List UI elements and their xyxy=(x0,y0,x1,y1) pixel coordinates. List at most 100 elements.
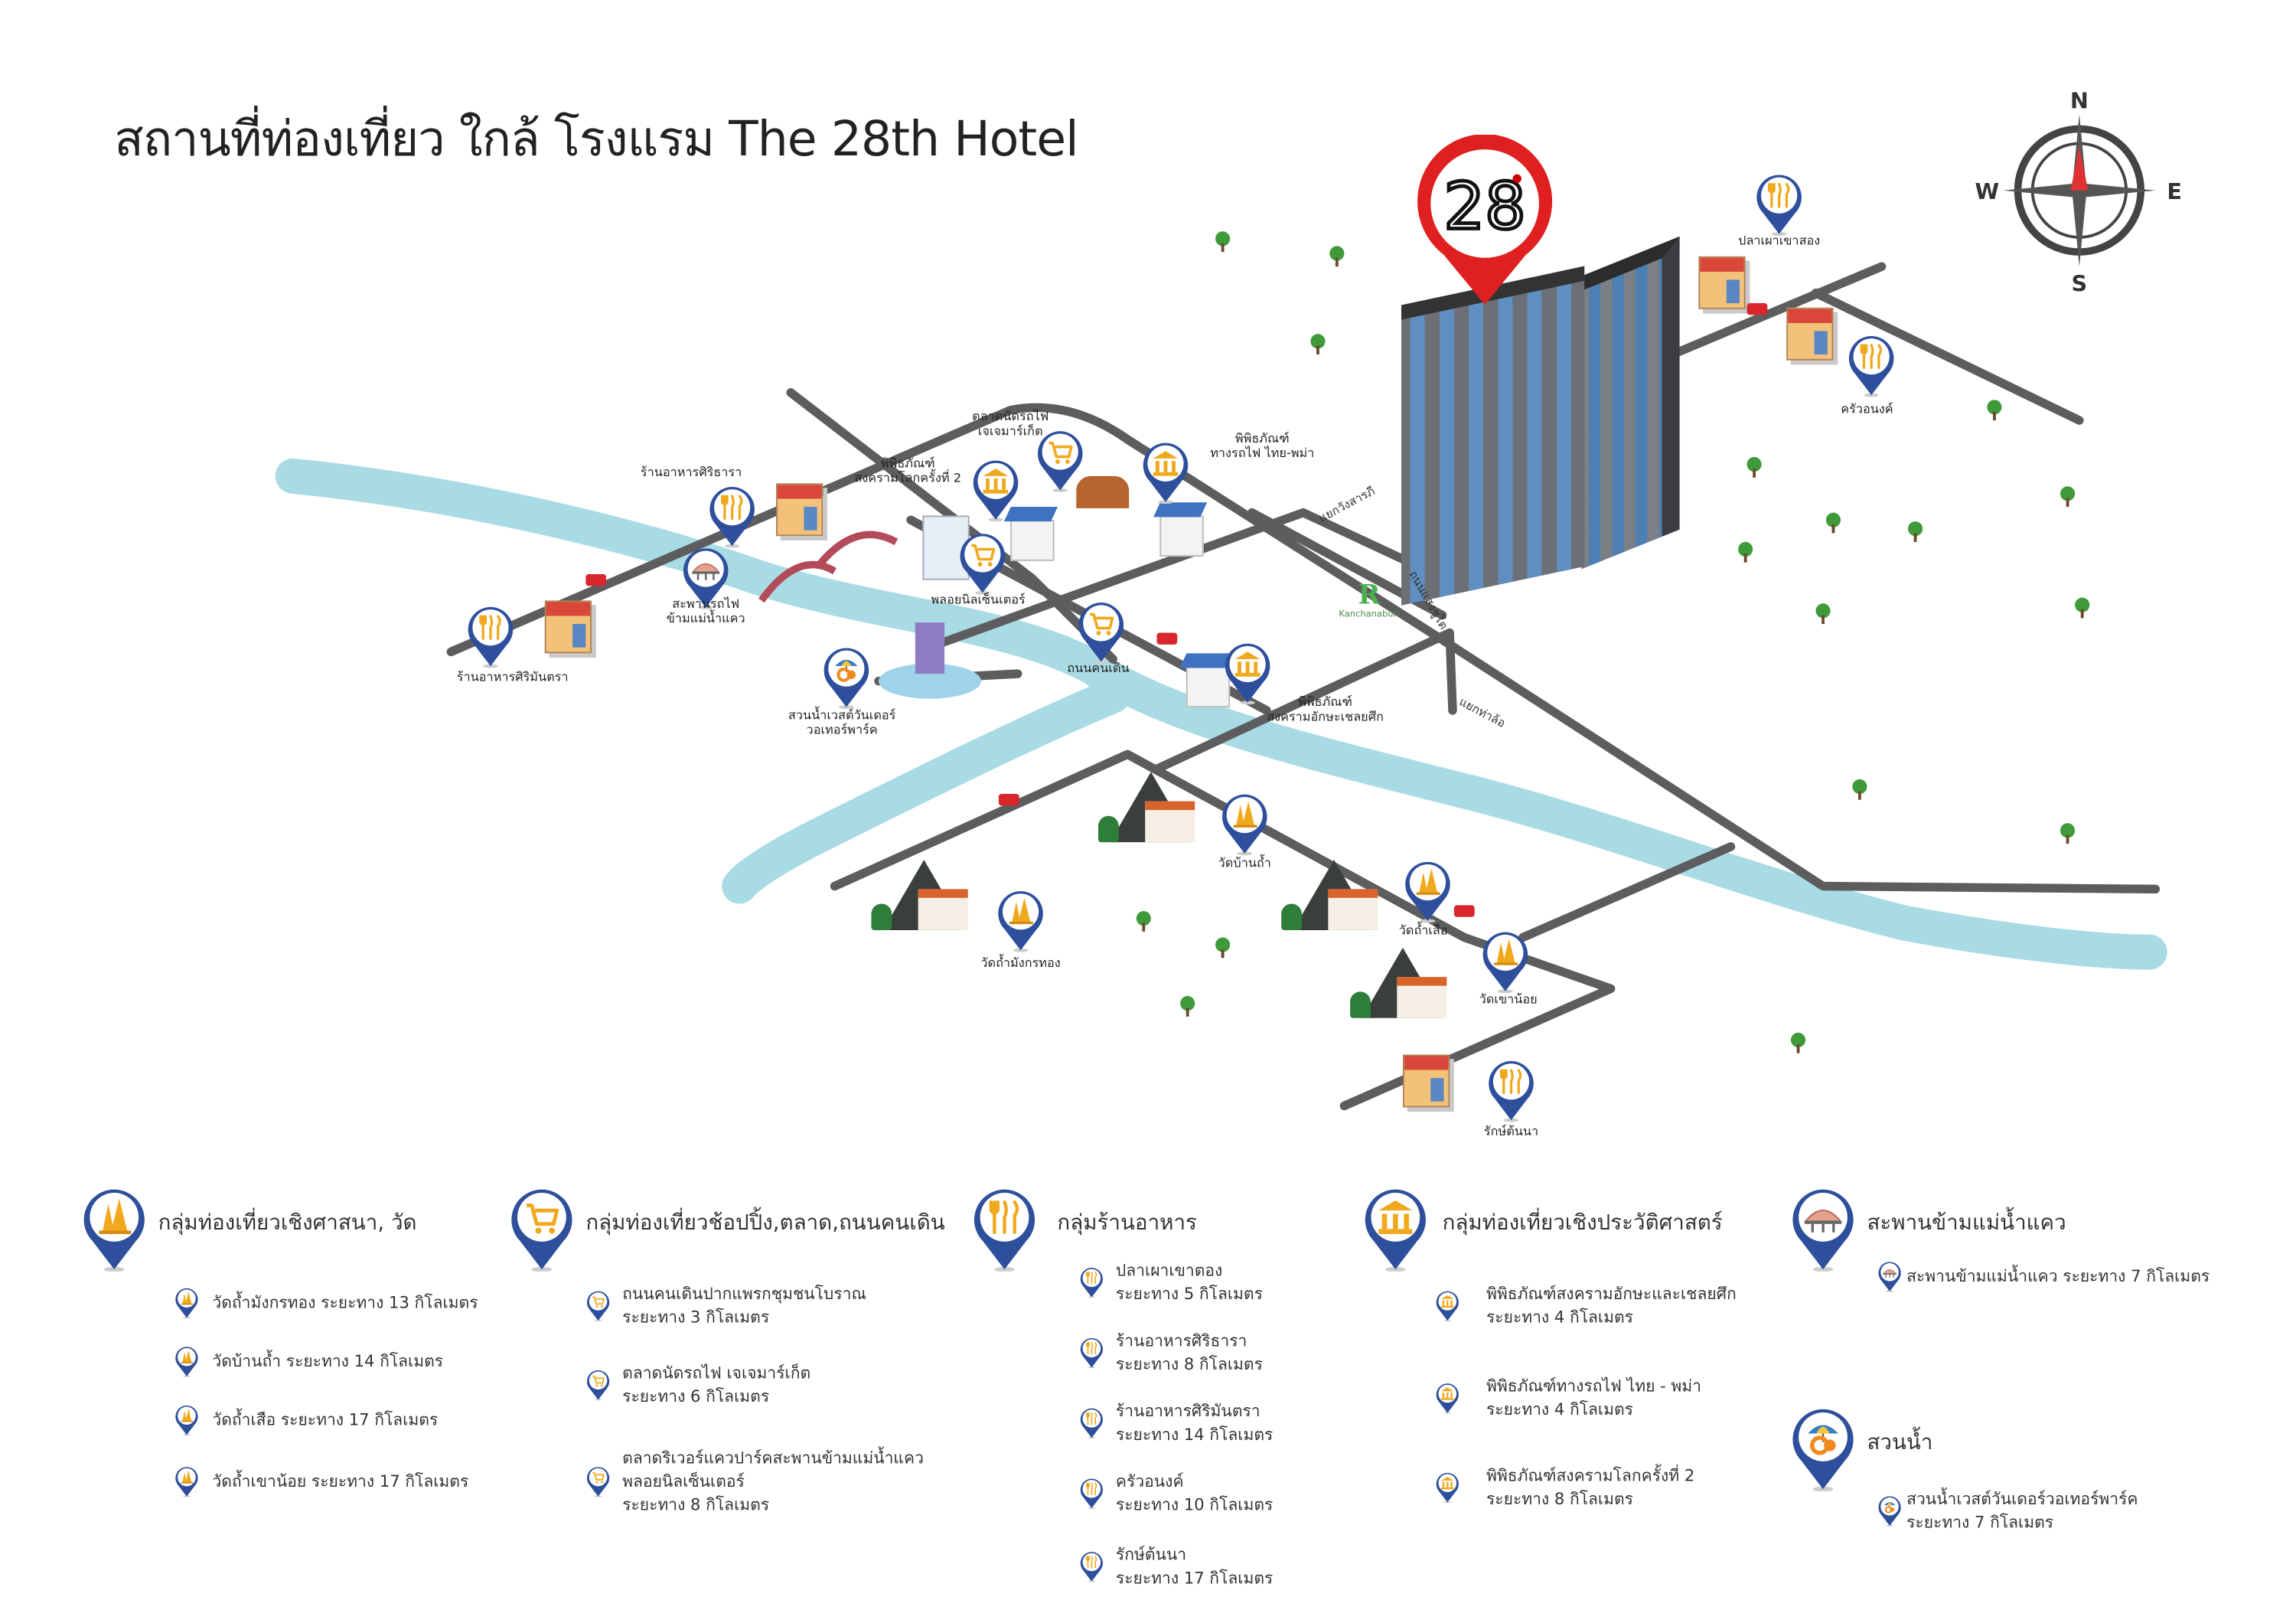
restaurant-building xyxy=(1402,1054,1450,1108)
bridge-illustration xyxy=(758,531,899,603)
tree-icon xyxy=(1329,246,1345,267)
restaurant-building xyxy=(1698,256,1746,309)
restaurant-building xyxy=(1786,307,1834,361)
text-line: ระยะทาง 4 กิโลเมตร xyxy=(1486,1308,1633,1327)
cave-temple xyxy=(1281,857,1384,930)
food-pin-icon xyxy=(1486,1056,1536,1122)
legend-category-title: กลุ่มท่องเที่ยวช้อปปิ้ง,ตลาด,ถนนคนเดิน xyxy=(585,1212,945,1236)
food-item-icon xyxy=(1079,1406,1104,1440)
museum-building xyxy=(1159,515,1204,557)
place-label: พลอยนิลเซ็นเตอร์ xyxy=(931,593,1025,608)
bridge-pin-icon xyxy=(681,544,731,609)
place-label: สวนน้ำเวสต์วันเดอร์วอเทอร์พาร์ค xyxy=(788,709,895,738)
place-label: ถนนคนเดิน xyxy=(1067,662,1129,677)
museum-item-icon xyxy=(1435,1289,1460,1323)
place-label: พิพิธภัณฑ์ทางรถไฟ ไทย-พม่า xyxy=(1210,432,1314,461)
text-line: พิพิธภัณฑ์ xyxy=(880,456,935,472)
text-line: ระยะทาง 8 กิโลเมตร xyxy=(622,1495,770,1515)
legend-item: สะพานข้ามแม่น้ำแคว ระยะทาง 7 กิโลเมตร xyxy=(1906,1265,2210,1289)
legend-category-title: กลุ่มท่องเที่ยวเชิงประวัติศาสตร์ xyxy=(1442,1212,1723,1236)
food-item-icon xyxy=(1079,1336,1104,1370)
legend-category-title: สะพานข้ามแม่น้ำแคว xyxy=(1867,1212,2066,1236)
text-line: วัดถ้ำเสือ xyxy=(1398,924,1448,939)
text-line: ระยะทาง 10 กิโลเมตร xyxy=(1115,1495,1274,1515)
place-label: ครัวอนงค์ xyxy=(1841,403,1893,417)
food-pin-icon xyxy=(465,602,515,668)
road xyxy=(1152,628,1457,774)
text-line: ถนนคนเดินปากแพรกชุมชนโบราณ xyxy=(622,1284,866,1304)
legend-item: ตลาดริเวอร์แควปาร์คสะพานข้ามแม่น้ำแควพลอ… xyxy=(622,1447,924,1517)
tree-icon xyxy=(1310,334,1326,355)
restaurant-building xyxy=(776,483,823,537)
hotel-building-side xyxy=(1581,236,1680,570)
place-label: ร้านอาหารศิริมันตรา xyxy=(457,671,569,685)
place-label: วัดถ้ำเสือ xyxy=(1399,924,1448,939)
cart-category-icon xyxy=(508,1184,576,1272)
text-line: ระยะทาง 4 กิโลเมตร xyxy=(1486,1400,1633,1419)
text-line: ระยะทาง 6 กิโลเมตร xyxy=(622,1386,770,1406)
road xyxy=(446,403,2161,894)
text-line: พิพิธภัณฑ์ทางรถไฟ ไทย - พม่า xyxy=(1486,1376,1701,1396)
legend-item: วัดบ้านถ้ำ ระยะทาง 14 กิโลเมตร xyxy=(212,1350,443,1374)
legend-category-title: กลุ่มท่องเที่ยวเชิงศาสนา, วัด xyxy=(158,1212,417,1236)
text-line: วัดถ้ำเสือ ระยะทาง 17 กิโลเมตร xyxy=(212,1410,439,1430)
road xyxy=(1657,262,1887,364)
temple-item-icon xyxy=(174,1344,200,1378)
text-line: พลอยนิลเซ็นเตอร์ xyxy=(622,1471,745,1491)
text-line: สงครามโลกครั้งที่ 2 xyxy=(854,472,962,487)
food-category-icon xyxy=(971,1184,1039,1272)
tree-icon xyxy=(1738,541,1753,563)
museum-item-icon xyxy=(1435,1471,1460,1504)
tree-icon xyxy=(1215,231,1231,253)
tree-icon xyxy=(1215,937,1231,958)
text-line: ตลาดนัดรถไฟ xyxy=(972,410,1049,425)
waterpark-category-icon xyxy=(1789,1403,1857,1492)
text-line: สงครามอักษะเชลยศึก xyxy=(1267,710,1384,726)
place-label: พิพิธภัณฑ์สงครามโลกครั้งที่ 2 xyxy=(854,457,961,486)
legend-item: รักษ์ต้นนาระยะทาง 17 กิโลเมตร xyxy=(1116,1544,1273,1591)
temple-pin-icon xyxy=(1220,789,1270,856)
car-icon xyxy=(585,574,607,586)
legend-item: วัดถ้ำเขาน้อย ระยะทาง 17 กิโลเมตร xyxy=(212,1471,468,1494)
legend-item: ร้านอาหารศิริธาราระยะทาง 8 กิโลเมตร xyxy=(1116,1330,1263,1376)
text-line: พิพิธภัณฑ์สงครามอักษะและเชลยศึก xyxy=(1486,1284,1737,1304)
text-line: วัดถ้ำมังกรทอง ระยะทาง 13 กิโลเมตร xyxy=(212,1293,478,1313)
tree-icon xyxy=(2060,823,2076,844)
page-title: สถานที่ท่องเที่ยว ใกล้ โรงแรม The 28th H… xyxy=(114,109,1078,168)
legend-item: พิพิธภัณฑ์ทางรถไฟ ไทย - พม่าระยะทาง 4 กิ… xyxy=(1486,1376,1701,1422)
legend-item: ปลาเผาเขาตองระยะทาง 5 กิโลเมตร xyxy=(1116,1259,1263,1306)
text-line: ระยะทาง 7 กิโลเมตร xyxy=(1906,1513,2054,1533)
pool xyxy=(878,663,981,699)
bridge-category-icon xyxy=(1789,1184,1857,1272)
text-line: ระยะทาง 14 กิโลเมตร xyxy=(1115,1425,1274,1445)
tree-icon xyxy=(1790,1032,1806,1053)
bridge-arch xyxy=(758,560,837,603)
road xyxy=(1518,842,1736,942)
tree-icon xyxy=(2075,597,2090,619)
legend-item: ตลาดนัดรถไฟ เจเจมาร์เก็ตระยะทาง 6 กิโลเม… xyxy=(622,1362,810,1409)
place-label: ปลาเผาเขาสอง xyxy=(1738,234,1820,249)
legend-item: ถนนคนเดินปากแพรกชุมชนโบราณระยะทาง 3 กิโล… xyxy=(622,1283,866,1330)
food-item-icon xyxy=(1079,1477,1104,1510)
tree-icon xyxy=(1908,521,1923,542)
text-line: ตลาดนัดรถไฟ เจเจมาร์เก็ต xyxy=(622,1363,811,1383)
restaurant-building xyxy=(544,600,592,654)
text-line: ทางรถไฟ ไทย-พม่า xyxy=(1210,446,1315,462)
text-line: ข้ามแม่น้ำแคว xyxy=(666,612,745,627)
road xyxy=(1811,288,2084,425)
place-label: ร้านอาหารศิริธารา xyxy=(641,465,742,480)
food-item-icon xyxy=(1079,1265,1104,1299)
temple-category-icon xyxy=(80,1184,148,1272)
text-line: ระยะทาง 3 กิโลเมตร xyxy=(622,1308,770,1327)
text-line: ระยะทาง 8 กิโลเมตร xyxy=(1115,1354,1263,1374)
legend-item: วัดถ้ำเสือ ระยะทาง 17 กิโลเมตร xyxy=(212,1409,438,1433)
temple-item-icon xyxy=(174,1465,200,1498)
legend-category-title: กลุ่มร้านอาหาร xyxy=(1057,1212,1197,1236)
legend-item: ร้านอาหารศิริมันตราระยะทาง 14 กิโลเมตร xyxy=(1116,1400,1273,1447)
river-main xyxy=(275,458,2167,970)
bridge-item-icon xyxy=(1877,1259,1903,1293)
tree-icon xyxy=(1825,512,1841,534)
legend-item: วัดถ้ำมังกรทอง ระยะทาง 13 กิโลเมตร xyxy=(212,1292,478,1316)
